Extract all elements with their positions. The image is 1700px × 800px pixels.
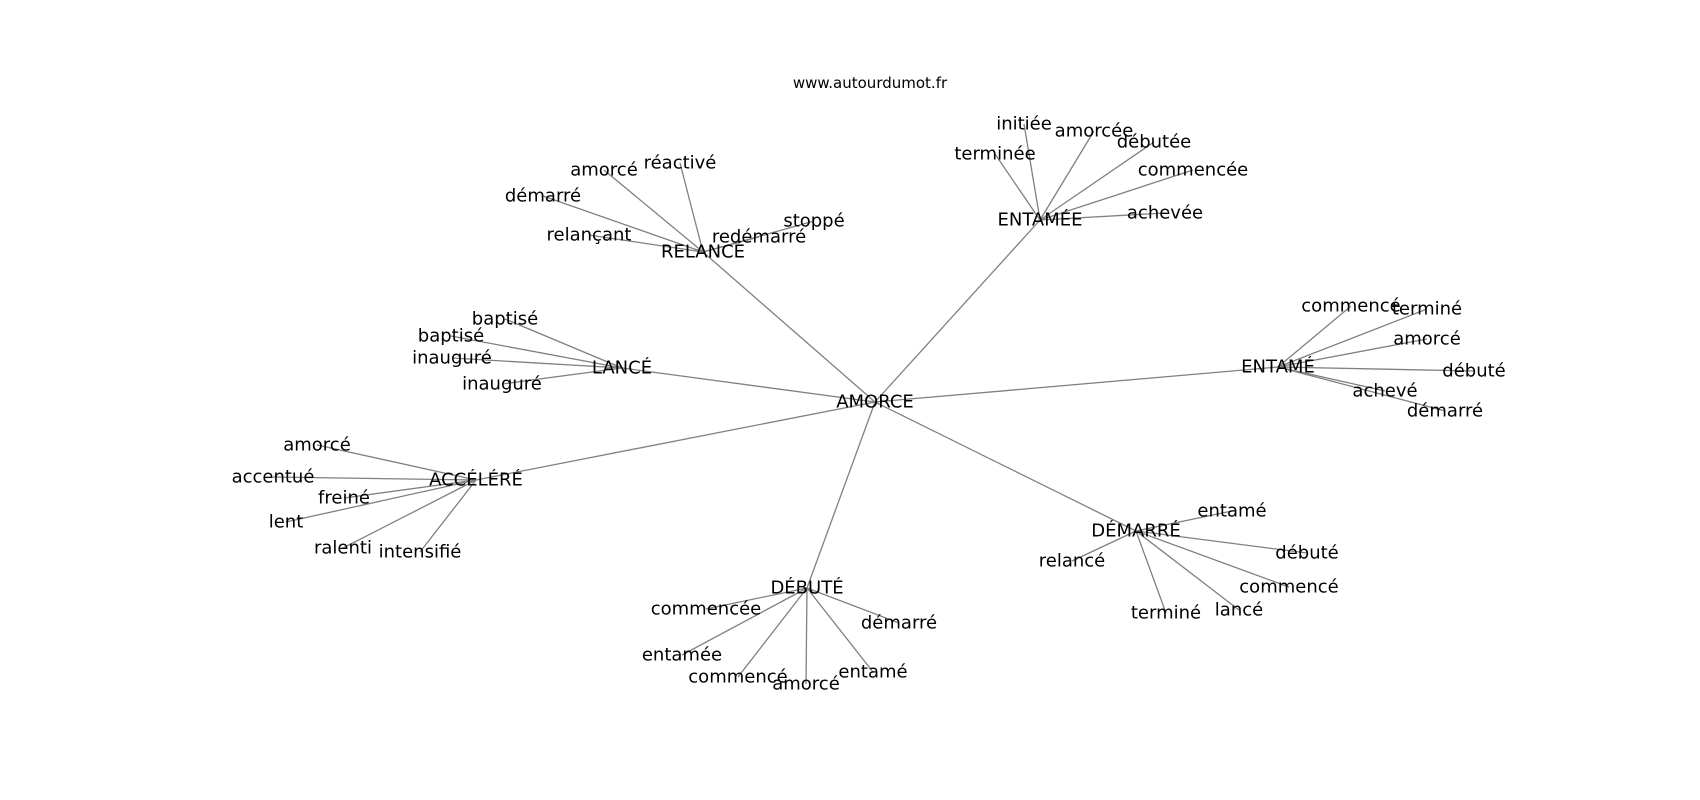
- leaf-node: amorcé: [1393, 329, 1461, 350]
- leaf-node: lancé: [1215, 600, 1263, 621]
- edge-hub-to-leaf: [679, 162, 704, 253]
- hub-node: RELANCÉ: [661, 241, 745, 263]
- edge-hub-to-leaf: [343, 479, 477, 499]
- leaf-node: commencée: [1138, 160, 1249, 181]
- edge-hub-to-leaf: [737, 587, 808, 678]
- edge-hub-to-leaf: [450, 335, 623, 369]
- edge-hub-to-leaf: [1039, 130, 1095, 221]
- edge-center-to-hub: [874, 401, 1137, 532]
- edge-hub-to-leaf: [504, 318, 623, 369]
- edge-hub-to-leaf: [272, 476, 477, 481]
- edge-hub-to-leaf: [681, 587, 808, 656]
- leaf-node: redémarré: [712, 227, 806, 248]
- edge-center-to-hub: [806, 401, 876, 589]
- edge-hub-to-leaf: [702, 220, 815, 253]
- leaf-node: commencé: [688, 667, 787, 688]
- leaf-node: stoppé: [783, 211, 844, 232]
- site-watermark: www.autourdumot.fr: [793, 74, 948, 92]
- leaf-node: achevée: [1127, 203, 1203, 224]
- edge-center-to-hub: [874, 366, 1279, 403]
- edge-hub-to-leaf: [994, 153, 1041, 221]
- edge-hub-to-leaf: [1277, 305, 1352, 368]
- leaf-node: amorcé: [570, 160, 638, 181]
- leaf-node: freiné: [318, 488, 370, 509]
- leaf-node: amorcé: [772, 674, 840, 695]
- hub-node: ACCÉLÉRÉ: [429, 469, 523, 491]
- leaf-node: démarré: [505, 186, 581, 207]
- edge-hub-to-leaf: [1277, 338, 1428, 368]
- center-node: AMORCE: [836, 392, 914, 413]
- leaf-node: terminée: [954, 144, 1035, 165]
- leaf-node: commencé: [1239, 577, 1338, 598]
- leaf-node: inauguré: [412, 348, 492, 369]
- edge-hub-to-leaf: [1277, 366, 1446, 412]
- edge-center-to-hub: [475, 401, 876, 481]
- leaf-node: baptisé: [472, 309, 538, 330]
- edge-hub-to-leaf: [705, 587, 808, 610]
- leaf-node: achevé: [1352, 381, 1417, 402]
- hub-node: LANCÉ: [592, 357, 652, 379]
- edge-hub-to-leaf: [1277, 366, 1386, 392]
- leaf-node: relancé: [1039, 551, 1106, 572]
- leaf-node: commencée: [651, 599, 762, 620]
- edge-hub-to-leaf: [1039, 141, 1155, 221]
- edge-center-to-hub: [874, 219, 1041, 403]
- edge-hub-to-leaf: [806, 587, 874, 673]
- edges-layer: [272, 123, 1475, 685]
- edge-hub-to-leaf: [1135, 530, 1290, 588]
- leaf-node: inauguré: [462, 374, 542, 395]
- hub-node: DÉBUTÉ: [770, 577, 843, 599]
- edge-hub-to-leaf: [1277, 308, 1428, 368]
- leaf-node: débuté: [1275, 543, 1338, 564]
- leaf-node: initiée: [996, 114, 1052, 135]
- leaf-node: intensifié: [379, 542, 462, 563]
- leaf-node: relançant: [547, 225, 632, 246]
- leaf-node: commencé: [1301, 296, 1400, 317]
- edge-hub-to-leaf: [1039, 212, 1166, 221]
- edge-hub-to-leaf: [342, 479, 477, 549]
- edge-hub-to-leaf: [1039, 169, 1194, 221]
- edge-hub-to-leaf: [1135, 530, 1308, 554]
- edge-hub-to-leaf: [603, 169, 704, 253]
- leaf-node: démarré: [1407, 401, 1483, 422]
- hub-node: ENTAMÉ: [1241, 356, 1315, 378]
- edge-hub-to-leaf: [1277, 366, 1475, 372]
- edge-hub-to-leaf: [316, 444, 477, 481]
- edge-hub-to-leaf: [1135, 530, 1240, 611]
- edge-hub-to-leaf: [419, 479, 477, 553]
- edge-hub-to-leaf: [588, 234, 704, 253]
- leaf-node: entamé: [838, 662, 907, 683]
- edge-center-to-hub: [702, 251, 876, 403]
- leaf-node: réactivé: [644, 153, 717, 174]
- leaf-node: accentué: [232, 467, 315, 488]
- edge-hub-to-leaf: [1023, 123, 1041, 221]
- edge-hub-to-leaf: [451, 357, 623, 369]
- leaf-node: amorcé: [283, 435, 351, 456]
- hub-node: ENTAMÉE: [997, 209, 1082, 231]
- leaf-node: débuté: [1442, 361, 1505, 382]
- edge-center-to-hub: [621, 367, 876, 403]
- leaf-node: entamée: [642, 645, 722, 666]
- leaf-node: amorcée: [1055, 121, 1134, 142]
- leaf-node: terminé: [1131, 603, 1201, 624]
- labels-layer: AMORCE RELANCÉ amorcé réactivé démarré relanç…: [232, 114, 1506, 695]
- leaf-node: ralenti: [314, 538, 372, 559]
- edge-hub-to-leaf: [806, 587, 900, 624]
- edge-hub-to-leaf: [1135, 530, 1167, 614]
- leaf-node: baptisé: [418, 326, 484, 347]
- edge-hub-to-leaf: [1071, 530, 1137, 562]
- edge-hub-to-leaf: [805, 587, 808, 685]
- leaf-node: démarré: [861, 613, 937, 634]
- edge-hub-to-leaf: [501, 367, 623, 385]
- leaf-node: lent: [269, 512, 304, 533]
- hub-node: DÉMARRÉ: [1091, 520, 1180, 542]
- leaf-node: débutée: [1117, 132, 1192, 153]
- edge-hub-to-leaf: [1135, 510, 1233, 532]
- edge-hub-to-leaf: [542, 195, 704, 253]
- edge-hub-to-leaf: [285, 479, 477, 523]
- leaf-node: entamé: [1197, 501, 1266, 522]
- leaf-node: terminé: [1392, 299, 1462, 320]
